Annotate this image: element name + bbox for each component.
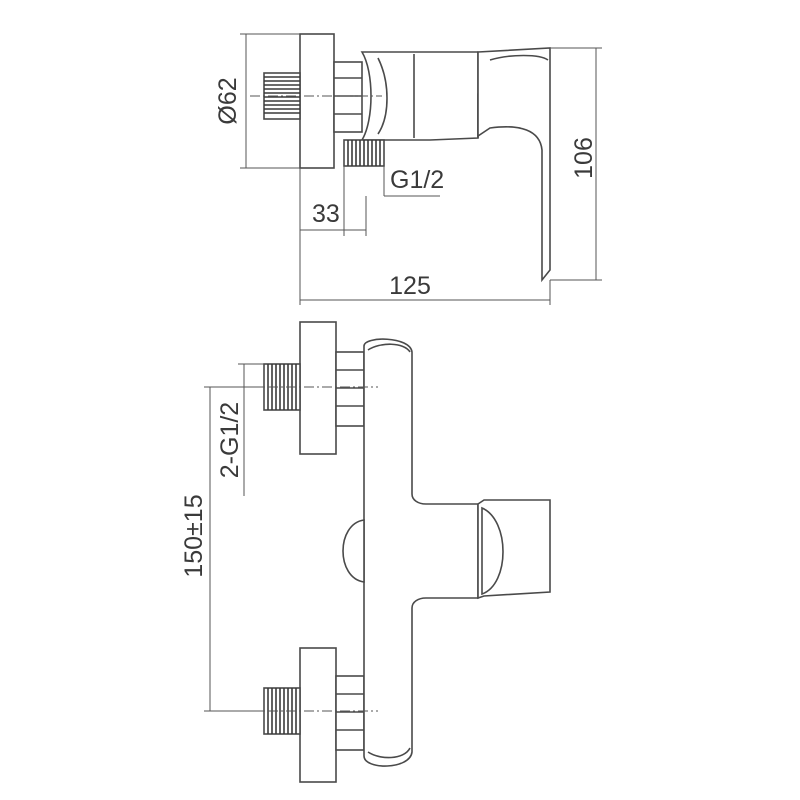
front-lever <box>477 499 551 600</box>
dim-thread-single: G1/2 <box>383 166 444 197</box>
side-outlet-thread <box>343 139 385 167</box>
dim-thread-single-label: G1/2 <box>390 166 444 194</box>
dim-height: 106 <box>550 47 602 281</box>
front-hex-nut-bottom <box>335 675 365 751</box>
dim-thread-pair-label: 2-G1/2 <box>216 402 244 478</box>
dim-offset: 33 <box>300 166 367 236</box>
side-view: Ø62 G1/2 33 125 106 <box>214 33 602 305</box>
dim-offset-label: 33 <box>312 200 340 228</box>
dim-length: 125 <box>299 168 551 305</box>
front-view: 150±15 2-G1/2 <box>180 321 551 783</box>
dim-spacing: 150±15 <box>180 386 264 712</box>
front-mixer-body <box>363 338 479 767</box>
front-escutcheon-bottom <box>299 647 337 783</box>
dim-thread-pair: 2-G1/2 <box>216 363 264 496</box>
dim-diameter: Ø62 <box>214 33 300 169</box>
dim-height-label: 106 <box>570 137 598 179</box>
dim-diameter-label: Ø62 <box>214 77 242 124</box>
dim-length-label: 125 <box>389 272 431 300</box>
front-valve-dome <box>342 519 365 583</box>
side-escutcheon <box>299 33 335 169</box>
side-lever <box>477 47 551 283</box>
front-hex-nut-top <box>335 351 365 427</box>
front-escutcheon-top <box>299 321 337 455</box>
dim-spacing-label: 150±15 <box>180 494 208 577</box>
side-hex-nut <box>333 61 363 133</box>
